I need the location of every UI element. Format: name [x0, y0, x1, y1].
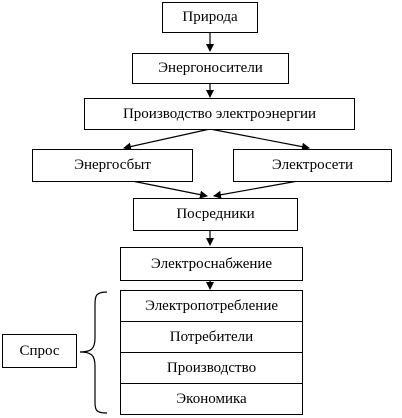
node-power-supply: Электроснабжение [120, 247, 303, 281]
demand-item-label: Потребители [169, 328, 254, 345]
arrow-sales-to-intermediaries [131, 180, 208, 199]
demand-item-production: Производство [120, 353, 303, 383]
node-energy-carriers-label: Энергоносители [158, 60, 263, 76]
node-power-generation: Производство электроэнергии [84, 98, 355, 130]
demand-label: Спрос [19, 342, 60, 359]
demand-stack-divider-1 [120, 321, 303, 322]
demand-stack-divider-3 [120, 383, 303, 384]
demand-brace [79, 291, 108, 414]
node-intermediaries-label: Посредники [176, 206, 255, 222]
node-energy-carriers: Энергоносители [132, 53, 289, 84]
arrow-generation-to-grids [209, 128, 310, 151]
arrow-grids-to-intermediaries [213, 180, 299, 199]
node-power-grids: Электросети [233, 149, 392, 182]
demand-item-power-consumption: Электропотребление [120, 291, 303, 321]
arrow-generation-to-sales [123, 128, 211, 151]
demand-item-label: Экономика [176, 390, 247, 407]
node-intermediaries: Посредники [133, 198, 298, 231]
node-nature: Природа [162, 2, 258, 33]
demand-item-consumers: Потребители [120, 322, 303, 352]
demand-label-box: Спрос [2, 334, 77, 368]
node-nature-label: Природа [182, 9, 238, 25]
node-power-generation-label: Производство электроэнергии [122, 105, 317, 122]
node-power-supply-label: Электроснабжение [150, 255, 273, 272]
node-energy-sales-label: Энергосбыт [74, 157, 151, 173]
demand-item-economy: Экономика [120, 384, 303, 414]
demand-item-label: Производство [166, 359, 257, 376]
demand-item-label: Электропотребление [144, 297, 278, 314]
node-energy-sales: Энергосбыт [32, 149, 193, 182]
node-power-grids-label: Электросети [271, 157, 354, 173]
demand-stack-divider-2 [120, 352, 303, 353]
